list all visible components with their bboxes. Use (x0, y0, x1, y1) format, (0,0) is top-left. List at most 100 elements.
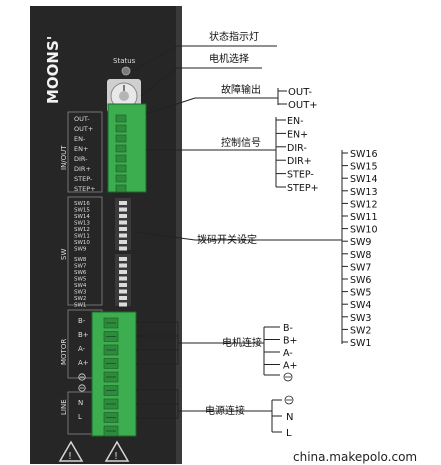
dip-toggle[interactable] (119, 296, 127, 300)
io-pin-label: OUT- (74, 115, 90, 123)
dip-toggle[interactable] (119, 263, 127, 268)
dip-pin-label: SW4 (350, 300, 371, 311)
motor-pin-label: A+ (283, 361, 297, 372)
io-pin-label: EN- (74, 135, 86, 143)
fault-output-label: 故障输出 (221, 83, 261, 96)
dip-pin-label: SW12 (350, 199, 378, 210)
dip-pin-label: SW6 (350, 275, 371, 286)
io-pin-label: DIR- (74, 155, 88, 163)
terminal-screw[interactable] (115, 174, 127, 183)
dip-toggle[interactable] (119, 246, 127, 251)
dip-toggle[interactable] (119, 240, 127, 244)
sw-pin-label: SW15 (74, 208, 90, 214)
dip-toggle[interactable] (119, 302, 127, 307)
sw-pin-label: SW14 (74, 214, 90, 220)
dip-toggle[interactable] (119, 270, 127, 274)
dip-toggle[interactable] (119, 289, 127, 294)
io-pin-label: OUT+ (74, 125, 93, 133)
terminal-screw[interactable] (115, 184, 127, 193)
ground-icon (78, 384, 86, 392)
power-pin-label: N (286, 412, 293, 423)
control-pin-label: EN- (287, 116, 304, 127)
warning-triangle-icon: ! (58, 440, 84, 462)
line-section-label: LINE (60, 399, 68, 415)
terminal-screw[interactable] (115, 134, 127, 143)
terminal-screw[interactable] (115, 124, 127, 133)
dip-pin-label: SW13 (350, 187, 378, 198)
sw-pin-label: SW8 (74, 257, 87, 263)
motor-pin-label: A- (78, 345, 86, 353)
fault-pin-label: OUT+ (288, 100, 318, 111)
line-pin-label: N (78, 399, 83, 407)
dip-toggle[interactable] (119, 233, 127, 238)
control-pin-label: STEP+ (287, 183, 319, 194)
dip-pin-label: SW15 (350, 162, 378, 173)
driver-edge (176, 6, 182, 464)
sw-pin-label: SW13 (74, 221, 90, 227)
dip-toggle[interactable] (119, 214, 127, 218)
dip-pin-label: SW8 (350, 250, 371, 261)
io-pin-label: EN+ (74, 145, 88, 153)
sw-pin-label: SW16 (74, 201, 90, 207)
fault-pin-label: OUT- (288, 87, 312, 98)
sw-pin-label: SW3 (74, 290, 87, 296)
warning-triangle-icon: ! (104, 440, 130, 462)
leader-line (140, 67, 178, 97)
leader-line (131, 45, 178, 72)
dip-pin-label: SW2 (350, 325, 371, 336)
power-pin-label: L (286, 428, 292, 439)
dip-pin-label: SW16 (350, 149, 378, 160)
sw-pin-label: SW7 (74, 264, 87, 270)
sw-pin-label: SW10 (74, 240, 90, 246)
status-led-icon (121, 66, 131, 76)
control-signal-label: 控制信号 (221, 136, 261, 149)
terminal-screw[interactable] (115, 114, 127, 123)
sw-pin-label: SW11 (74, 234, 90, 240)
brand-logo: MOONS' (44, 36, 62, 104)
dip-pin-label: SW14 (350, 174, 378, 185)
terminal-screw[interactable] (115, 164, 127, 173)
control-pin-label: DIR- (287, 143, 307, 154)
power-connect-label: 电源连接 (205, 404, 245, 417)
io-pin-label: DIR+ (74, 165, 91, 173)
io-section-frame (67, 111, 103, 193)
ground-icon (283, 372, 293, 382)
dip-switch-label: 拨码开关设定 (197, 233, 257, 246)
dip-pin-label: SW5 (350, 288, 371, 299)
io-section-label: IN/OUT (60, 145, 68, 170)
watermark: china.makepolo.com (293, 450, 417, 464)
control-pin-label: EN+ (287, 129, 308, 140)
terminal-screw[interactable] (115, 144, 127, 153)
motor-pin-label: B+ (283, 336, 297, 347)
motor-pin-label: A+ (78, 359, 89, 367)
dip-toggle[interactable] (119, 201, 127, 205)
motor-pin-label: B+ (78, 331, 89, 339)
motor-select-label: 电机选择 (209, 52, 249, 65)
dip-pin-label: SW11 (350, 212, 378, 223)
dip-toggle[interactable] (119, 276, 127, 281)
dip-pin-label: SW1 (350, 338, 371, 349)
io-terminal-block[interactable] (107, 103, 147, 193)
ground-icon (284, 395, 294, 405)
terminal-screw[interactable] (115, 154, 127, 163)
motor-pin-label: A- (283, 348, 293, 359)
svg-text:!: ! (68, 451, 72, 462)
dip-toggle[interactable] (119, 220, 127, 225)
dip-toggle[interactable] (119, 207, 127, 212)
leader-line (145, 97, 196, 115)
control-pin-label: DIR+ (287, 156, 312, 167)
dip-pin-label: SW10 (350, 225, 378, 236)
sw-pin-label: SW12 (74, 227, 90, 233)
motor-pin-label: B- (78, 317, 86, 325)
dip-pin-label: SW3 (350, 313, 371, 324)
dip-toggle[interactable] (119, 227, 127, 231)
dip-toggle[interactable] (119, 257, 127, 261)
dip-toggle[interactable] (119, 283, 127, 287)
sw-pin-label: SW2 (74, 296, 86, 302)
ground-icon (78, 373, 86, 381)
svg-text:!: ! (114, 451, 118, 462)
sw-pin-label: SW4 (74, 283, 87, 289)
sw-pin-label: SW5 (74, 277, 87, 283)
sw-pin-label: SW9 (74, 247, 87, 253)
